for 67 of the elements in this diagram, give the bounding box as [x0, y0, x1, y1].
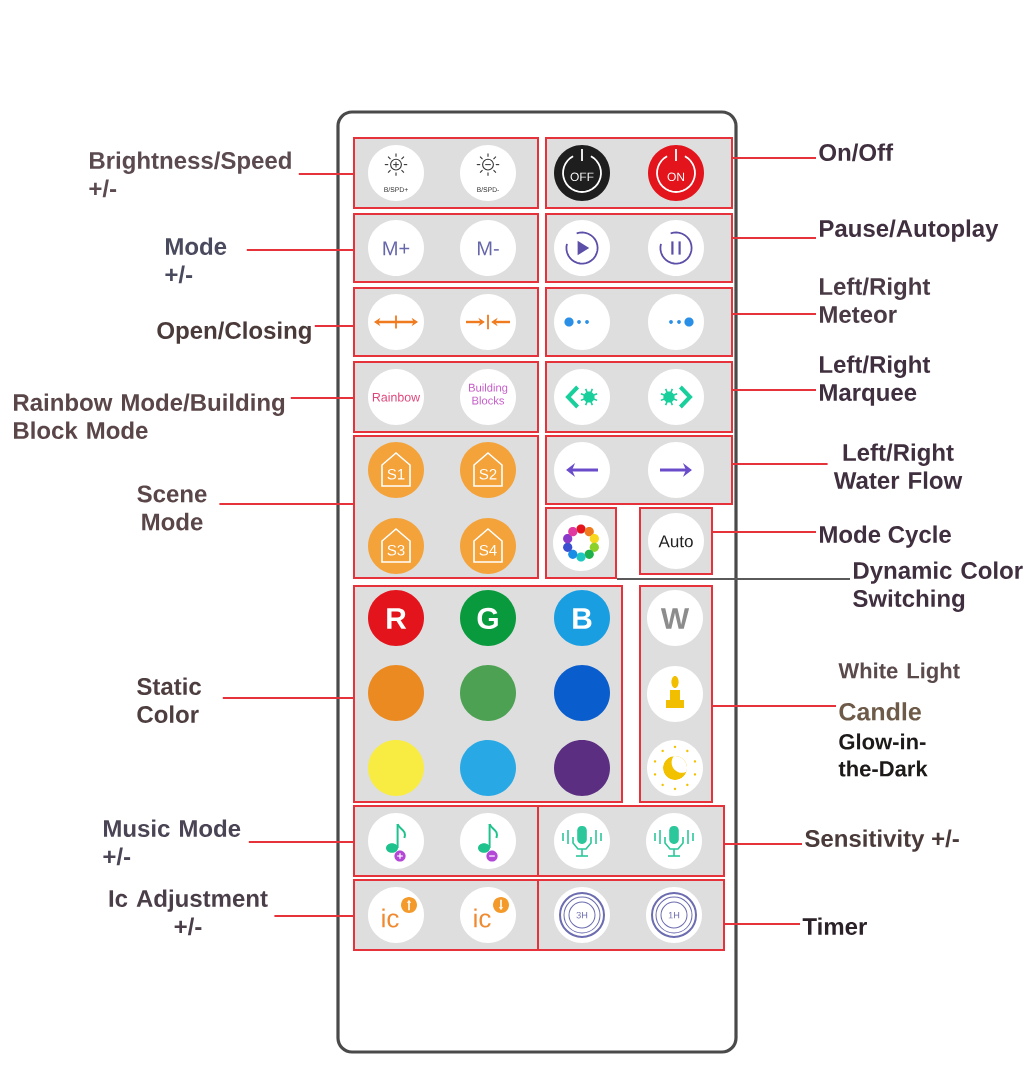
leader-line	[732, 157, 817, 159]
round-button	[648, 442, 704, 498]
callout-label: Brightness/Speed +/-	[89, 151, 291, 198]
callout-label: On/Off	[819, 143, 894, 162]
leader-line	[732, 313, 817, 315]
round-button	[368, 294, 424, 350]
round-button: M+	[368, 220, 424, 276]
round-button	[554, 369, 610, 425]
round-button	[554, 442, 610, 498]
leader-line	[247, 841, 354, 843]
round-button	[460, 294, 516, 350]
round-button	[368, 665, 424, 721]
leader-line	[732, 463, 829, 465]
round-button	[460, 813, 516, 869]
leader-line	[732, 237, 817, 239]
leader-line	[313, 325, 354, 327]
leader-line	[712, 531, 817, 533]
round-button	[554, 740, 610, 796]
leader-line	[245, 249, 354, 251]
round-button	[648, 369, 704, 425]
leader-line	[218, 503, 354, 505]
callout-label: Rainbow Mode/Building Block Mode	[14, 393, 285, 439]
round-button	[648, 220, 704, 276]
callout-label: Music Mode +/-	[103, 819, 241, 866]
leader-line	[724, 923, 801, 925]
leader-line	[732, 389, 817, 391]
round-button	[368, 740, 424, 796]
callout-label: Open/Closing	[157, 321, 311, 344]
round-button: B	[554, 590, 610, 646]
callout-label: Mode Cycle	[820, 525, 951, 548]
round-button	[554, 220, 610, 276]
callout-label: Glow-in-the-Dark	[838, 733, 928, 777]
callout-label: Left/Right Marquee	[820, 355, 931, 406]
round-button	[460, 740, 516, 796]
round-button	[554, 665, 610, 721]
round-button	[648, 294, 704, 350]
callout-label: Timer	[802, 917, 867, 935]
round-button: Auto	[648, 513, 704, 569]
leader-line	[273, 915, 354, 917]
leader-line	[712, 705, 837, 707]
callout-label: Pause/Autoplay	[820, 219, 999, 242]
round-button: W	[647, 590, 703, 646]
round-button: M-	[460, 220, 516, 276]
round-button	[368, 813, 424, 869]
leader-line	[289, 397, 354, 399]
callout-label: Left/Right Meteor	[820, 277, 931, 323]
leader-line	[297, 173, 354, 175]
round-button: ic	[368, 887, 424, 943]
callout-label: Candle	[839, 702, 921, 721]
callout-label: Sensitivity +/-	[805, 829, 959, 852]
round-button: R	[368, 590, 424, 646]
round-button	[554, 294, 610, 350]
callout-label: White Light	[838, 662, 960, 683]
callout-label: Static Color	[137, 677, 202, 723]
leader-line	[221, 697, 354, 699]
callout-label: Mode +/-	[165, 237, 227, 284]
round-button: G	[460, 590, 516, 646]
leader-line	[616, 578, 851, 580]
callout-label: Ic Adjustment +/-	[109, 889, 268, 936]
callout-label: Dynamic Color Switching	[853, 561, 1023, 612]
round-button	[646, 813, 702, 869]
leader-line	[724, 843, 803, 845]
round-button: ic	[460, 887, 516, 943]
callout-label: Left/Right Water Flow	[833, 443, 963, 489]
callout-label: Scene Mode	[137, 485, 207, 531]
round-button	[460, 665, 516, 721]
round-button	[554, 813, 610, 869]
